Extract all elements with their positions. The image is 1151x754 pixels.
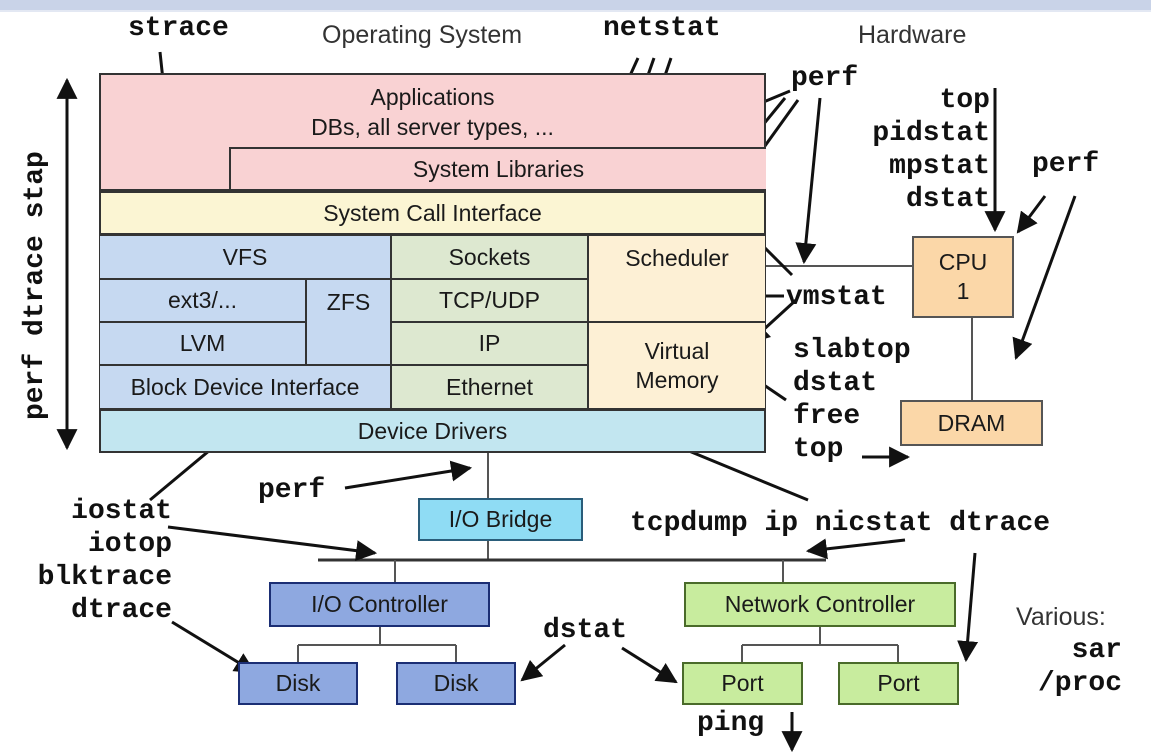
port-box-1: Port (682, 662, 803, 705)
arrow-nicstat-bus (805, 538, 906, 560)
tool-ping: ping (697, 708, 765, 739)
tool-top-mem: top (793, 434, 844, 465)
ethernet-block: Ethernet (391, 365, 588, 409)
lvm-block: LVM (99, 322, 306, 365)
tool-free: free (793, 401, 861, 432)
arrow-dstat-disk (520, 643, 566, 682)
virtual-memory-label-1: Virtual (644, 337, 710, 364)
ethernet-label: Ethernet (446, 373, 533, 400)
ext3-block: ext3/... (99, 279, 306, 322)
zfs-label: ZFS (326, 289, 371, 315)
tool-strace: strace (128, 13, 229, 44)
tool-net-list: tcpdump ip nicstat dtrace (630, 508, 1051, 539)
applications-subtitle: DBs, all server types, ... (311, 114, 554, 140)
disk-box-1: Disk (238, 662, 358, 705)
cpu-number: 1 (956, 278, 970, 304)
hardware-header: Hardware (858, 21, 967, 49)
arrow-perf-cpu (1016, 195, 1047, 234)
ip-label: IP (478, 330, 501, 357)
disk-tools-list: iostat iotop blktrace dtrace (4, 495, 172, 627)
scheduler-block: Scheduler (588, 235, 766, 322)
disk-label-1: Disk (275, 670, 321, 697)
vfs-label: VFS (222, 243, 268, 270)
various-tools-list: sar /proc (1010, 634, 1122, 700)
tool-perf-apps: perf (791, 63, 859, 94)
sockets-label: Sockets (448, 243, 531, 270)
tool-pidstat: pidstat (872, 118, 990, 149)
top-band-shadow (0, 10, 1151, 12)
arrow-perf-dram (1012, 195, 1077, 360)
tool-dtrace-disk: dtrace (71, 595, 172, 626)
memory-tools-list: slabtop dstat free top (793, 334, 911, 466)
tool-blktrace: blktrace (37, 562, 172, 593)
system-call-interface-label: System Call Interface (323, 199, 542, 226)
arrow-perf-drivers (344, 460, 473, 490)
device-drivers-label: Device Drivers (357, 417, 508, 444)
system-call-interface-layer: System Call Interface (99, 191, 766, 235)
tool-proc: /proc (1037, 668, 1122, 699)
virtual-memory-block: Virtual Memory (588, 322, 766, 409)
tool-netstat: netstat (603, 13, 721, 44)
tool-sar: sar (1071, 635, 1122, 666)
tcp-udp-block: TCP/UDP (391, 279, 588, 322)
vfs-block: VFS (99, 235, 391, 279)
scheduler-label: Scheduler (625, 245, 729, 271)
ip-block: IP (391, 322, 588, 365)
network-controller-box: Network Controller (684, 582, 956, 627)
tool-iotop: iotop (87, 529, 172, 560)
block-device-interface-block: Block Device Interface (99, 365, 391, 409)
port-label-1: Port (721, 670, 764, 697)
disk-box-2: Disk (396, 662, 516, 705)
tool-vertical-perf-dtrace-stap: perf dtrace stap (20, 151, 51, 420)
tool-top: top (939, 85, 990, 116)
tool-dstat-mem: dstat (793, 368, 878, 399)
arrow-iostat-bus (167, 525, 378, 562)
device-drivers-layer: Device Drivers (99, 409, 766, 453)
tool-perf-drivers: perf (258, 475, 326, 506)
arrow-dstat-port (621, 646, 678, 684)
lvm-label: LVM (179, 330, 226, 357)
system-libraries-layer: System Libraries (229, 147, 766, 191)
io-bridge-box: I/O Bridge (418, 498, 583, 541)
io-controller-box: I/O Controller (269, 582, 490, 627)
sockets-block: Sockets (391, 235, 588, 279)
tool-vmstat: vmstat (786, 282, 887, 313)
cpu-box: CPU 1 (912, 236, 1014, 318)
various-label: Various: (1016, 603, 1106, 631)
block-device-interface-label: Block Device Interface (130, 373, 360, 400)
applications-title: Applications (370, 84, 495, 110)
system-libraries-label: System Libraries (412, 155, 585, 182)
port-box-2: Port (838, 662, 959, 705)
dram-label: DRAM (937, 409, 1006, 436)
os-header: Operating System (322, 21, 523, 49)
virtual-memory-label-2: Memory (635, 366, 719, 393)
tool-dstat-io: dstat (543, 615, 628, 646)
ext3-label: ext3/... (167, 287, 238, 314)
tool-iostat: iostat (71, 496, 172, 527)
tool-mpstat: mpstat (889, 151, 990, 182)
cpu-label: CPU (938, 249, 988, 276)
disk-label-2: Disk (433, 670, 479, 697)
zfs-block: ZFS (306, 279, 391, 365)
port-label-2: Port (877, 670, 920, 697)
cpu-tools-list: top pidstat mpstat dstat (830, 84, 990, 216)
tool-slabtop: slabtop (793, 335, 911, 366)
io-bridge-label: I/O Bridge (448, 506, 553, 533)
io-controller-label: I/O Controller (311, 591, 448, 618)
tool-dstat-cpu: dstat (905, 184, 990, 215)
tcp-udp-label: TCP/UDP (439, 287, 540, 314)
dram-box: DRAM (900, 400, 1043, 446)
tool-perf-cpu: perf (1032, 149, 1100, 180)
arrow-perf-kernel (795, 97, 822, 265)
top-band (0, 0, 1151, 10)
network-controller-label: Network Controller (724, 591, 916, 618)
arrow-dtrace-port (957, 552, 979, 663)
